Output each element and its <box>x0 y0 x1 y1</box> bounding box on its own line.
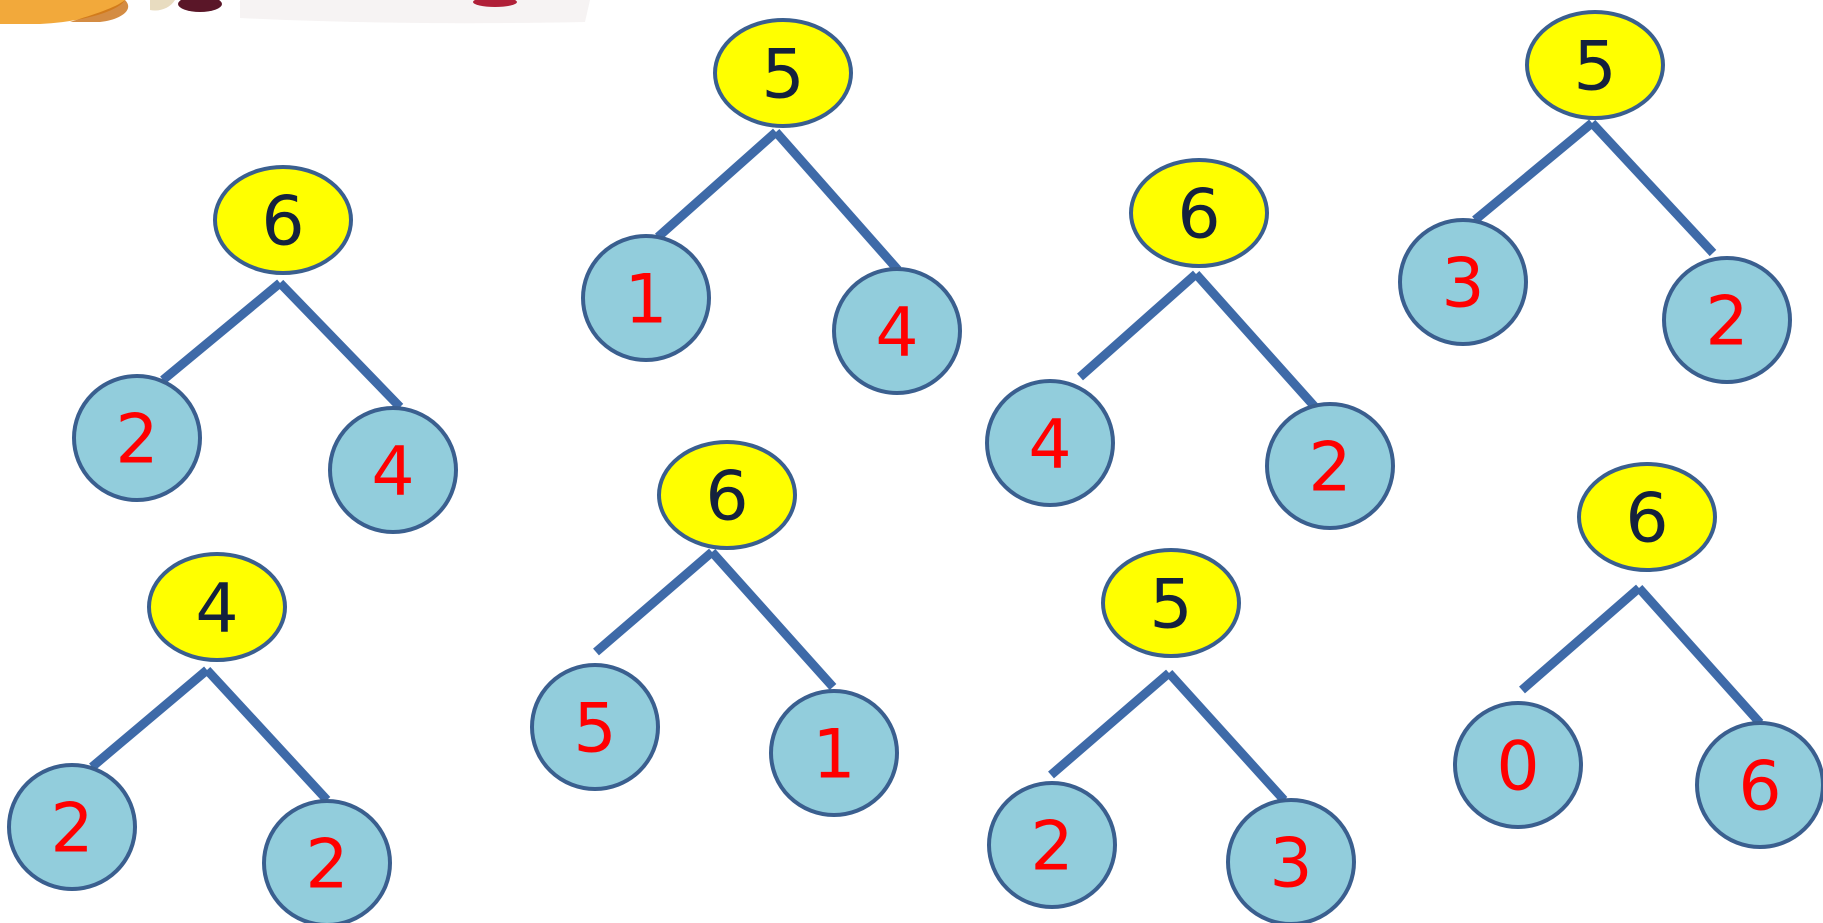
part-circle-right <box>769 689 899 817</box>
connector-left <box>160 279 283 384</box>
part-circle-left <box>1453 701 1583 829</box>
connector-left <box>593 548 715 656</box>
part-number-left: 4 <box>1028 406 1071 485</box>
number-bond-2: 5 1 4 <box>581 18 962 395</box>
part-circle-right <box>1226 798 1356 923</box>
whole-number: 6 <box>261 183 304 262</box>
whole-oval <box>213 165 353 275</box>
connector-right <box>1165 669 1288 804</box>
number-bond-8: 6 0 6 <box>1453 462 1823 849</box>
connector-right <box>276 279 404 411</box>
part-circle-left <box>72 374 202 502</box>
part-number-right: 3 <box>1269 825 1312 904</box>
whole-number: 6 <box>1625 480 1668 559</box>
corner-clipart-fragment <box>0 0 590 24</box>
part-number-right: 1 <box>812 716 855 795</box>
connector-right <box>772 129 902 273</box>
part-number-right: 4 <box>371 433 414 512</box>
whole-oval <box>1129 158 1269 268</box>
part-circle-left <box>7 763 137 891</box>
whole-oval <box>657 440 797 550</box>
number-bond-6: 6 5 1 <box>530 440 899 817</box>
part-circle-left <box>530 663 660 791</box>
part-circle-left <box>987 781 1117 909</box>
part-circle-right <box>1662 256 1792 384</box>
whole-oval <box>1577 462 1717 572</box>
connector-left <box>655 128 779 241</box>
part-circle-left <box>581 234 711 362</box>
part-number-right: 6 <box>1738 748 1781 827</box>
connector-left <box>1077 270 1199 381</box>
whole-number: 5 <box>1573 28 1616 107</box>
whole-number: 6 <box>1177 176 1220 255</box>
connector-right <box>708 548 837 691</box>
part-number-left: 1 <box>624 261 667 340</box>
part-number-left: 2 <box>50 790 93 869</box>
whole-number: 5 <box>1149 566 1192 645</box>
part-circle-left <box>1398 218 1528 346</box>
part-circle-right <box>832 267 962 395</box>
part-circle-right <box>262 799 392 923</box>
part-circle-right <box>1695 721 1823 849</box>
connector-right <box>203 666 331 804</box>
part-number-left: 5 <box>573 690 616 769</box>
part-circle-left <box>985 379 1115 507</box>
part-circle-right <box>1265 402 1395 530</box>
connector-right <box>1635 584 1764 727</box>
connector-right <box>1588 119 1717 257</box>
number-bond-4: 5 3 2 <box>1398 10 1792 384</box>
connector-left <box>1048 669 1172 779</box>
part-number-left: 2 <box>1030 808 1073 887</box>
whole-number: 4 <box>195 570 238 649</box>
whole-oval <box>147 552 287 662</box>
number-bond-3: 6 4 2 <box>985 158 1395 530</box>
whole-number: 6 <box>705 458 748 537</box>
part-number-left: 0 <box>1496 728 1539 807</box>
connector-right <box>1192 270 1319 411</box>
part-number-right: 2 <box>1308 429 1351 508</box>
part-number-left: 2 <box>115 401 158 480</box>
part-number-left: 3 <box>1441 245 1484 324</box>
part-number-right: 4 <box>875 294 918 373</box>
part-number-right: 2 <box>305 826 348 905</box>
whole-number: 5 <box>761 36 804 115</box>
connector-left <box>1472 119 1595 224</box>
whole-oval <box>713 18 853 128</box>
number-bond-1: 6 2 4 <box>72 165 458 534</box>
number-bond-5: 4 2 2 <box>7 552 392 923</box>
connector-left <box>89 666 210 771</box>
whole-oval <box>1101 548 1241 658</box>
connector-left <box>1519 584 1642 694</box>
part-circle-right <box>328 406 458 534</box>
part-number-right: 2 <box>1705 283 1748 362</box>
number-bond-7: 5 2 3 <box>987 548 1356 923</box>
whole-oval <box>1525 10 1665 120</box>
